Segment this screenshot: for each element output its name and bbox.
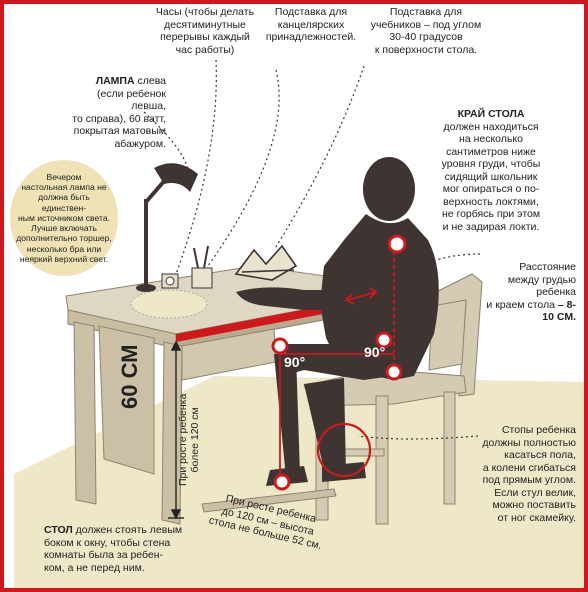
desk-height-measure <box>168 340 184 520</box>
book-stand-label: Подставка для учебников – под углом 30-4… <box>370 6 482 56</box>
desk-edge-title: КРАЙ СТОЛА <box>457 108 525 120</box>
evening-light-bubble: Вечером настольная лампа не должна быть … <box>10 160 118 276</box>
lamp-label: ЛАМПА слева (если ребенок левша, то спра… <box>60 75 166 150</box>
desk-placement-text: должен стоять левым боком к окну, чтобы … <box>44 524 183 574</box>
distance-label: Расстояние между грудью ребенка и краем … <box>478 261 576 324</box>
distance-text: Расстояние между грудью ребенка и краем … <box>486 261 576 311</box>
desk-mat <box>130 289 208 319</box>
desk-lamp <box>136 163 198 292</box>
book-stand <box>234 244 298 281</box>
joint-markers <box>271 234 407 491</box>
lamp-text: слева (если ребенок левша, то справа), 6… <box>72 75 166 150</box>
desk-clock <box>161 273 179 289</box>
distance-value: – 8-10 СМ. <box>542 298 576 324</box>
desk-height-value: 60 СМ <box>117 344 142 409</box>
desk-placement-label: СТОЛ должен стоять левым боком к окну, ч… <box>44 524 204 574</box>
workspace-illustration <box>14 59 584 588</box>
desk-edge-text: должен находиться на несколько сантиметр… <box>441 120 541 233</box>
feet-label: Стопы ребенка должны полностью касаться … <box>482 424 576 524</box>
pencil-cup <box>191 245 213 289</box>
hip-angle-label: 90° <box>364 344 386 360</box>
desk-placement-title: СТОЛ <box>44 524 73 536</box>
knee-angle-label: 90° <box>284 354 306 370</box>
desk-height-note: При росте ребенка более 120 см <box>177 393 201 486</box>
clock-label: Часы (чтобы делать десятиминутные переры… <box>155 6 255 56</box>
lamp-title: ЛАМПА <box>95 75 135 87</box>
leader-lines <box>143 59 481 440</box>
measurement-overlay <box>279 244 395 482</box>
evening-light-text: Вечером настольная лампа не должна быть … <box>16 172 112 264</box>
stationery-label: Подставка для канцелярских принадлежност… <box>265 6 357 43</box>
child-silhouette <box>236 157 439 486</box>
